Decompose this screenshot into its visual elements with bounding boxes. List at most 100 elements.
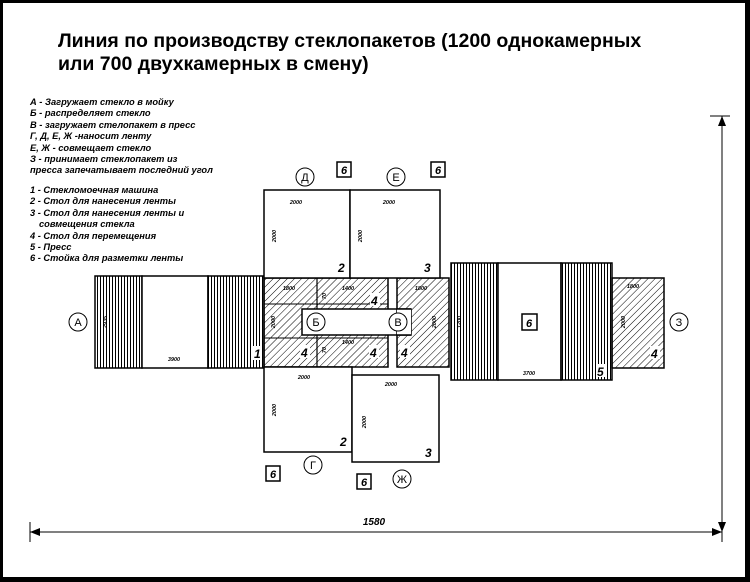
mark-table-zh: 3 (425, 446, 432, 460)
dim-table-d-depth: 2000 (272, 230, 278, 243)
dim-table-zh-depth: 2000 (362, 416, 368, 429)
legend-eq-3: 3 - Стол для нанесения ленты и (30, 207, 185, 218)
mark-transfer-bottom-right: 4 (369, 346, 377, 360)
worker-a-label: А (74, 317, 82, 329)
legend-op-b: Б - распределяет стекло (30, 108, 151, 119)
dim-table-g-depth: 2000 (272, 404, 278, 417)
mark4-bg-c (369, 345, 379, 358)
legend-op-v: В - загружает стелопакет в пресс (30, 119, 196, 130)
mark-table-g: 2 (339, 435, 347, 449)
dim-washer-width: 2935 (103, 315, 109, 329)
dim-table-d-width: 2000 (289, 200, 302, 206)
press-inlet-section (450, 262, 499, 381)
dim-press-length: 3700 (523, 371, 535, 377)
dimension-arrow-bottom (718, 522, 726, 532)
dimension-arrow-top (718, 116, 726, 126)
tape-table-d (263, 189, 351, 279)
dim-transfer-depth: 2000 (271, 316, 277, 329)
worker-a-marker (68, 312, 88, 332)
legend-eq-6: 6 - Стойка для разметки ленты (30, 253, 184, 264)
marking-stand-bottom-left (265, 465, 281, 482)
legend-op-gdezh: Г, Д, Е, Ж -наносит ленту (30, 131, 152, 142)
stand-label-press: 6 (526, 318, 533, 330)
legend-op-a: А - Загружает стекло в мойку (30, 97, 174, 107)
dim-transfer-top-mid: 1400 (342, 286, 354, 292)
dim-transfer-right-depth: 2000 (432, 316, 438, 329)
worker-z-label: З (676, 317, 683, 329)
dim-washer-length: 3900 (168, 357, 180, 363)
worker-zh-marker (392, 469, 412, 489)
mark4-bg-a (370, 293, 380, 306)
dim-overall-length: 1580 (363, 517, 386, 528)
mark-table-e: 3 (424, 261, 431, 275)
mark-transfer-bottom-left: 4 (300, 346, 308, 360)
worker-g-marker (303, 455, 323, 475)
worker-z-marker (669, 312, 689, 332)
worker-v-marker (388, 312, 408, 332)
dim-table-e-depth: 2000 (358, 230, 364, 243)
stand-label-top-right: 6 (435, 165, 442, 177)
washer-inlet-section (94, 275, 143, 369)
marking-stand-top-left (336, 161, 352, 178)
mark4-bg-d (400, 345, 410, 358)
dim-gap-top: 70 (322, 293, 328, 299)
mark-outlet-table: 4 (650, 347, 658, 361)
mark-press: 5 (597, 365, 604, 379)
worker-e-marker (386, 167, 406, 187)
dim-press-width: 1200 (457, 316, 463, 328)
marking-stand-press (521, 313, 538, 331)
legend-eq-3-cont: совмещения стекла (39, 219, 135, 230)
stand-label-bottom-right: 6 (361, 477, 368, 489)
tape-table-e (349, 189, 441, 279)
title-line-1: Линия по производству стеклопакетов (120… (58, 30, 642, 52)
mark-transfer-right: 4 (400, 346, 408, 360)
dim-transfer-bottom-mid: 1400 (342, 340, 354, 346)
diagram-title: Линия по производству стеклопакетов (120… (58, 30, 698, 76)
tape-table-zh (351, 374, 440, 463)
dim-gap-bottom: 70 (322, 347, 328, 353)
mark5-bg (596, 364, 606, 377)
marking-stand-bottom-right (356, 473, 372, 490)
mark4-bg-b (300, 345, 310, 358)
marking-stand-top-right (430, 161, 446, 178)
worker-zh-label: Ж (397, 474, 407, 486)
dimension-arrow-left (30, 528, 40, 536)
worker-b-label: Б (312, 317, 319, 329)
worker-e-label: Е (392, 172, 399, 184)
legend-eq-1: 1 - Стекломоечная машина (30, 185, 159, 195)
dim-table-e-width: 2000 (382, 200, 395, 206)
dim-outlet-length: 1800 (627, 284, 639, 290)
legend-eq-2: 2 - Стол для нанесения ленты (30, 196, 176, 207)
mark-table-d: 2 (337, 261, 345, 275)
stand-label-top-left: 6 (341, 165, 348, 177)
legend-op-z-cont: пресса запечатывает последний угол (30, 165, 213, 176)
mark1-bg (252, 346, 262, 360)
worker-v-label: В (394, 317, 401, 329)
mark-washer: 1 (254, 347, 261, 361)
worker-d-marker (295, 167, 315, 187)
washer-middle-section (141, 275, 209, 369)
mark4-bg-e (650, 346, 660, 359)
tape-table-g (263, 366, 353, 453)
mark-transfer-top: 4 (370, 294, 378, 308)
worker-b-marker (306, 312, 326, 332)
worker-g-label: Г (310, 460, 316, 472)
worker-d-label: Д (301, 172, 309, 184)
legend-op-ezh: Е, Ж - совмещает стекло (30, 142, 152, 153)
legend-op-z: З - принимает стеклопакет из (30, 154, 178, 165)
dim-transfer-top-left: 1800 (283, 286, 295, 292)
legend-eq-4: 4 - Стол для перемещения (30, 230, 157, 241)
dim-table-zh-width: 2000 (384, 382, 397, 388)
dim-table-g-width: 2000 (297, 375, 310, 381)
title-line-2: или 700 двухкамерных в смену) (58, 53, 369, 75)
dim-transfer-right: 1800 (415, 286, 427, 292)
legend-operations: А - Загружает стекло в мойку Б - распред… (30, 97, 213, 177)
dim-outlet-depth: 2000 (621, 316, 627, 329)
legend-equipment: 1 - Стекломоечная машина 2 - Стол для на… (30, 185, 184, 265)
legend-eq-5: 5 - Пресс (30, 242, 72, 253)
dimension-arrow-right (712, 528, 722, 536)
press-outlet-section (560, 262, 613, 381)
stand-label-bottom-left: 6 (270, 469, 277, 481)
